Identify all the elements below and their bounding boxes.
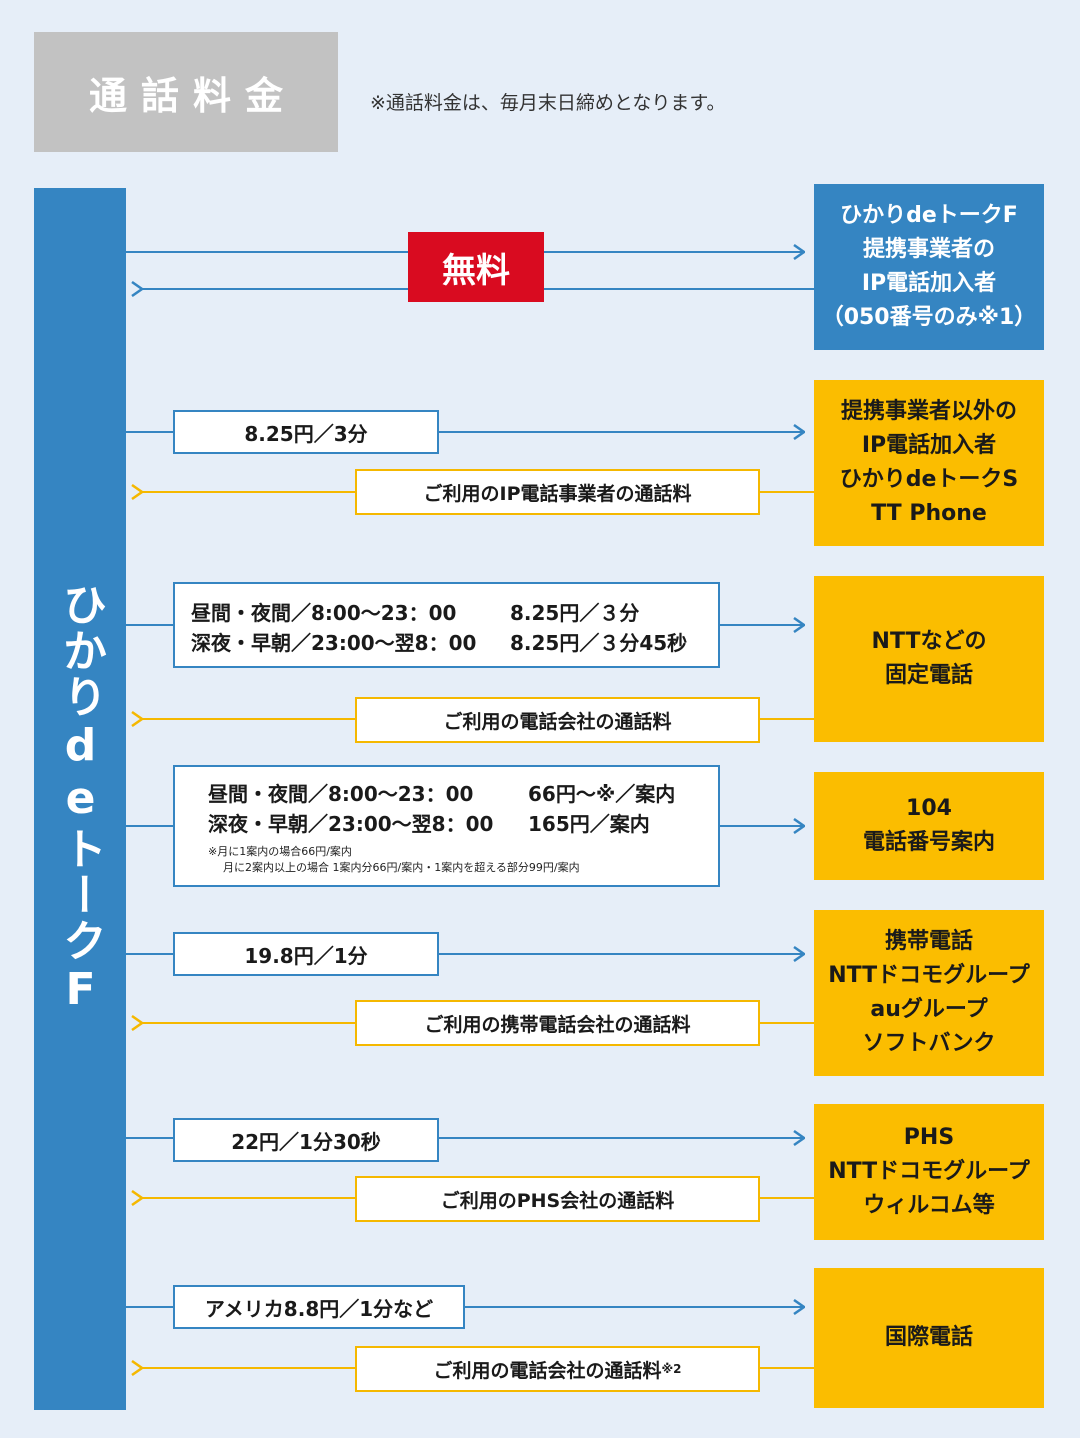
footnote-line-1: ※月に1案内の場合66円/案内 xyxy=(208,845,352,858)
page-title: 通話料金 xyxy=(34,32,338,152)
rate-period-night: 深夜・早朝／23:00〜翌8：00 xyxy=(191,631,477,655)
billing-note: ※通話料金は、毎月末日締めとなります。 xyxy=(370,92,726,114)
return-rate-international: ご利用の電話会社の通話料※2 xyxy=(355,1346,760,1392)
destination-international: 国際電話 xyxy=(814,1268,1044,1408)
destination-ip-partner: ひかりdeトークF 提携事業者の IP電話加入者 （050番号のみ※1） xyxy=(814,184,1044,350)
source-service-label: ひかりdeトークF xyxy=(55,581,106,1017)
footnote-line-2: 月に2案内以上の場合 1案内分66円/案内・1案内を超える部分99円/案内 xyxy=(223,861,580,874)
return-rate-mobile: ご利用の携帯電話会社の通話料 xyxy=(355,1000,760,1046)
destination-104: 104 電話番号案内 xyxy=(814,772,1044,880)
rate-period-day: 昼間・夜間／8:00〜23：00 xyxy=(191,601,457,625)
destination-mobile: 携帯電話 NTTドコモグループ auグループ ソフトバンク xyxy=(814,910,1044,1076)
return-rate-landline: ご利用の電話会社の通話料 xyxy=(355,697,760,743)
return-rate-ip-other: ご利用のIP電話事業者の通話料 xyxy=(355,469,760,515)
rate-phs: 22円／1分30秒 xyxy=(173,1118,439,1162)
free-badge: 無料 xyxy=(408,232,544,302)
source-service-bar: ひかりdeトークF xyxy=(34,188,126,1410)
rate-price-day: 8.25円／３分 xyxy=(510,601,640,625)
rate-price-day: 66円〜※／案内 xyxy=(528,782,676,806)
rate-international: アメリカ8.8円／1分など xyxy=(173,1285,465,1329)
rate-mobile: 19.8円／1分 xyxy=(173,932,439,976)
rate-period-night: 深夜・早朝／23:00〜翌8：00 xyxy=(208,812,494,836)
return-rate-label: ご利用の電話会社の通話料 xyxy=(433,1359,662,1382)
rate-period-day: 昼間・夜間／8:00〜23：00 xyxy=(208,782,474,806)
destination-ip-other: 提携事業者以外の IP電話加入者 ひかりdeトークS TT Phone xyxy=(814,380,1044,546)
rate-price-night: 165円／案内 xyxy=(528,812,650,836)
rate-table-104: 昼間・夜間／8:00〜23：00 66円〜※／案内 深夜・早朝／23:00〜翌8… xyxy=(173,765,720,887)
rate-ip-other: 8.25円／3分 xyxy=(173,410,439,454)
rate-table-landline: 昼間・夜間／8:00〜23：00 8.25円／３分 深夜・早朝／23:00〜翌8… xyxy=(173,582,720,668)
destination-landline: NTTなどの 固定電話 xyxy=(814,576,1044,742)
return-rate-phs: ご利用のPHS会社の通話料 xyxy=(355,1176,760,1222)
destination-phs: PHS NTTドコモグループ ウィルコム等 xyxy=(814,1104,1044,1240)
rate-price-night: 8.25円／３分45秒 xyxy=(510,631,688,655)
footnote-mark: ※2 xyxy=(661,1362,682,1376)
